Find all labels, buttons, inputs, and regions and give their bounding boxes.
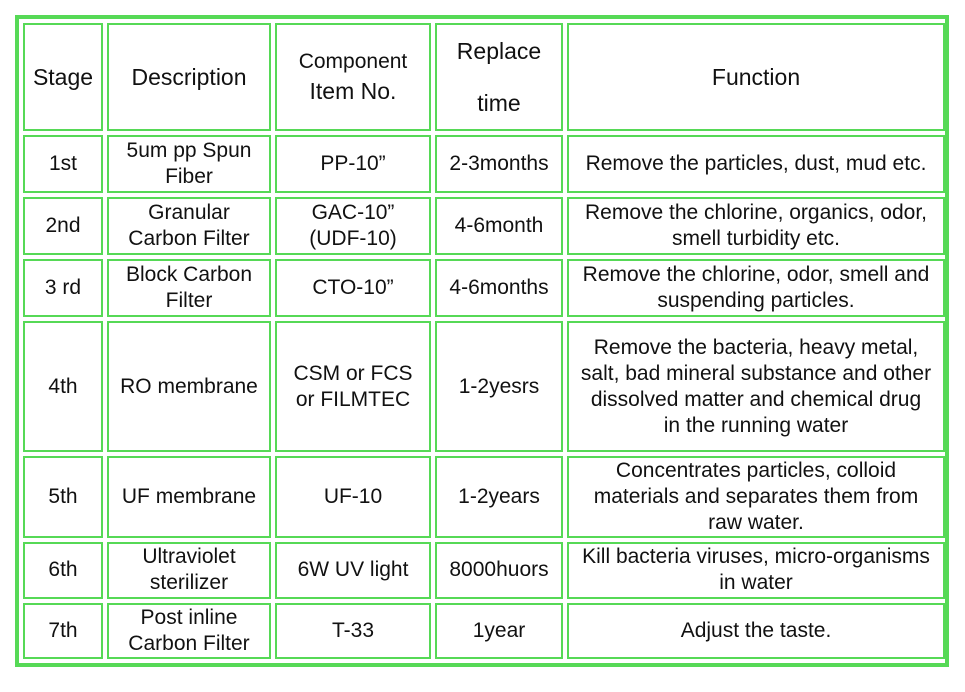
cell-function: Remove the chlorine, odor, smell and sus… bbox=[567, 259, 945, 318]
table-header-row: Stage Description Component Item No. Rep… bbox=[23, 23, 945, 132]
cell-description: UF membrane bbox=[107, 455, 271, 538]
cell-component: PP-10” bbox=[275, 135, 431, 194]
cell-component: GAC-10” (UDF-10) bbox=[275, 197, 431, 256]
cell-replace-time: 4-6month bbox=[435, 197, 563, 256]
filter-stages-table-frame: Stage Description Component Item No. Rep… bbox=[15, 15, 949, 667]
cell-component: UF-10 bbox=[275, 455, 431, 538]
cell-component: CSM or FCS or FILMTEC bbox=[275, 321, 431, 452]
table-row: 7th Post inline Carbon Filter T-33 1year… bbox=[23, 602, 945, 659]
header-replace-line1: Replace bbox=[456, 38, 542, 65]
cell-component: T-33 bbox=[275, 602, 431, 659]
filter-stages-table: Stage Description Component Item No. Rep… bbox=[19, 19, 949, 663]
header-component-line1: Component bbox=[298, 50, 408, 74]
cell-function: Adjust the taste. bbox=[567, 602, 945, 659]
cell-replace-time: 1-2yesrs bbox=[435, 321, 563, 452]
table-row: 5th UF membrane UF-10 1-2years Concentra… bbox=[23, 455, 945, 538]
table-row: 2nd Granular Carbon Filter GAC-10” (UDF-… bbox=[23, 197, 945, 256]
header-component-line2: Item No. bbox=[309, 78, 397, 105]
cell-replace-time: 8000huors bbox=[435, 541, 563, 599]
cell-description: Granular Carbon Filter bbox=[107, 197, 271, 256]
cell-component: 6W UV light bbox=[275, 541, 431, 599]
cell-replace-time: 4-6months bbox=[435, 259, 563, 318]
header-replace-line2: time bbox=[477, 90, 521, 117]
cell-replace-time: 1year bbox=[435, 602, 563, 659]
table-row: 6th Ultraviolet sterilizer 6W UV light 8… bbox=[23, 541, 945, 599]
cell-function: Kill bacteria viruses, micro-organisms i… bbox=[567, 541, 945, 599]
cell-stage: 5th bbox=[23, 455, 103, 538]
table-row: 3 rd Block Carbon Filter CTO-10” 4-6mont… bbox=[23, 259, 945, 318]
cell-replace-time: 2-3months bbox=[435, 135, 563, 194]
header-function: Function bbox=[567, 23, 945, 132]
cell-function: Remove the bacteria, heavy metal, salt, … bbox=[567, 321, 945, 452]
cell-description: Block Carbon Filter bbox=[107, 259, 271, 318]
header-component: Component Item No. bbox=[275, 23, 431, 132]
cell-replace-time: 1-2years bbox=[435, 455, 563, 538]
cell-description: Post inline Carbon Filter bbox=[107, 602, 271, 659]
cell-function: Remove the particles, dust, mud etc. bbox=[567, 135, 945, 194]
header-description: Description bbox=[107, 23, 271, 132]
table-row: 1st 5um pp Spun Fiber PP-10” 2-3months R… bbox=[23, 135, 945, 194]
cell-component: CTO-10” bbox=[275, 259, 431, 318]
cell-description: RO membrane bbox=[107, 321, 271, 452]
cell-stage: 3 rd bbox=[23, 259, 103, 318]
cell-stage: 2nd bbox=[23, 197, 103, 256]
table-row: 4th RO membrane CSM or FCS or FILMTEC 1-… bbox=[23, 321, 945, 452]
cell-description: 5um pp Spun Fiber bbox=[107, 135, 271, 194]
cell-function: Remove the chlorine, organics, odor, sme… bbox=[567, 197, 945, 256]
header-replace-time: Replace time bbox=[435, 23, 563, 132]
cell-description: Ultraviolet sterilizer bbox=[107, 541, 271, 599]
cell-stage: 1st bbox=[23, 135, 103, 194]
cell-stage: 4th bbox=[23, 321, 103, 452]
cell-stage: 7th bbox=[23, 602, 103, 659]
cell-stage: 6th bbox=[23, 541, 103, 599]
cell-function: Concentrates particles, colloid material… bbox=[567, 455, 945, 538]
header-stage: Stage bbox=[23, 23, 103, 132]
